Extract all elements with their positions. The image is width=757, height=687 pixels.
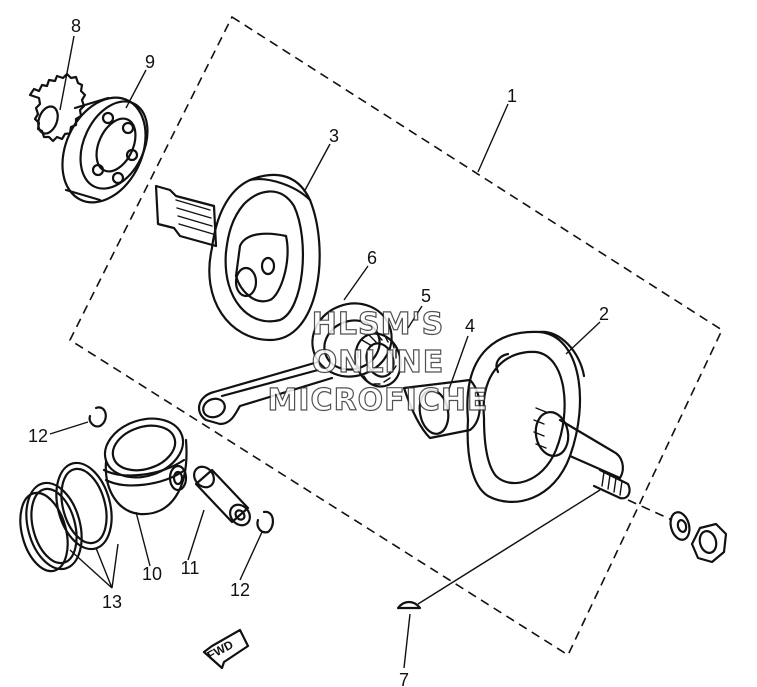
part-11-piston-pin — [193, 465, 251, 527]
watermark-line-2: ONLINE — [312, 345, 445, 380]
watermark: HLSM'S ONLINE MICROFICHE — [267, 306, 489, 418]
part-9-bearing — [61, 96, 149, 204]
callout-10: 10 — [142, 564, 162, 584]
callout-13: 13 — [102, 592, 122, 612]
callout-4: 4 — [465, 316, 475, 336]
callout-3: 3 — [329, 126, 339, 146]
callout-6: 6 — [367, 248, 377, 268]
part-2-right-crank — [466, 330, 631, 503]
fwd-arrow-icon: FWD — [202, 628, 250, 670]
callout-labels: 1 2 3 4 5 6 7 8 9 10 11 12 12 13 — [28, 16, 609, 687]
callout-11: 11 — [181, 558, 200, 578]
callout-5: 5 — [421, 286, 431, 306]
assembly-boundary — [68, 15, 724, 657]
part-7-key — [396, 489, 601, 610]
callout-1: 1 — [507, 86, 517, 106]
part-4-crank-pin — [402, 378, 481, 440]
part-5-needle-bearing — [354, 332, 402, 388]
watermark-line-1: HLSM'S — [312, 307, 444, 342]
washer-and-nut — [627, 499, 728, 564]
part-13-piston-rings — [19, 461, 119, 589]
callout-8: 8 — [71, 16, 81, 36]
part-12-circlip-left — [88, 406, 107, 428]
callout-7: 7 — [399, 670, 409, 687]
fwd-label: FWD — [205, 637, 236, 662]
leader-lines — [49, 35, 601, 669]
callout-9: 9 — [145, 52, 155, 72]
part-3-left-crank — [154, 173, 321, 342]
part-12-circlip-right — [256, 510, 274, 534]
callout-2: 2 — [599, 304, 609, 324]
watermark-line-3: MICROFICHE — [268, 383, 489, 418]
part-10-piston — [102, 417, 188, 516]
callout-12-left: 12 — [28, 426, 48, 446]
callout-12-right: 12 — [230, 580, 250, 600]
